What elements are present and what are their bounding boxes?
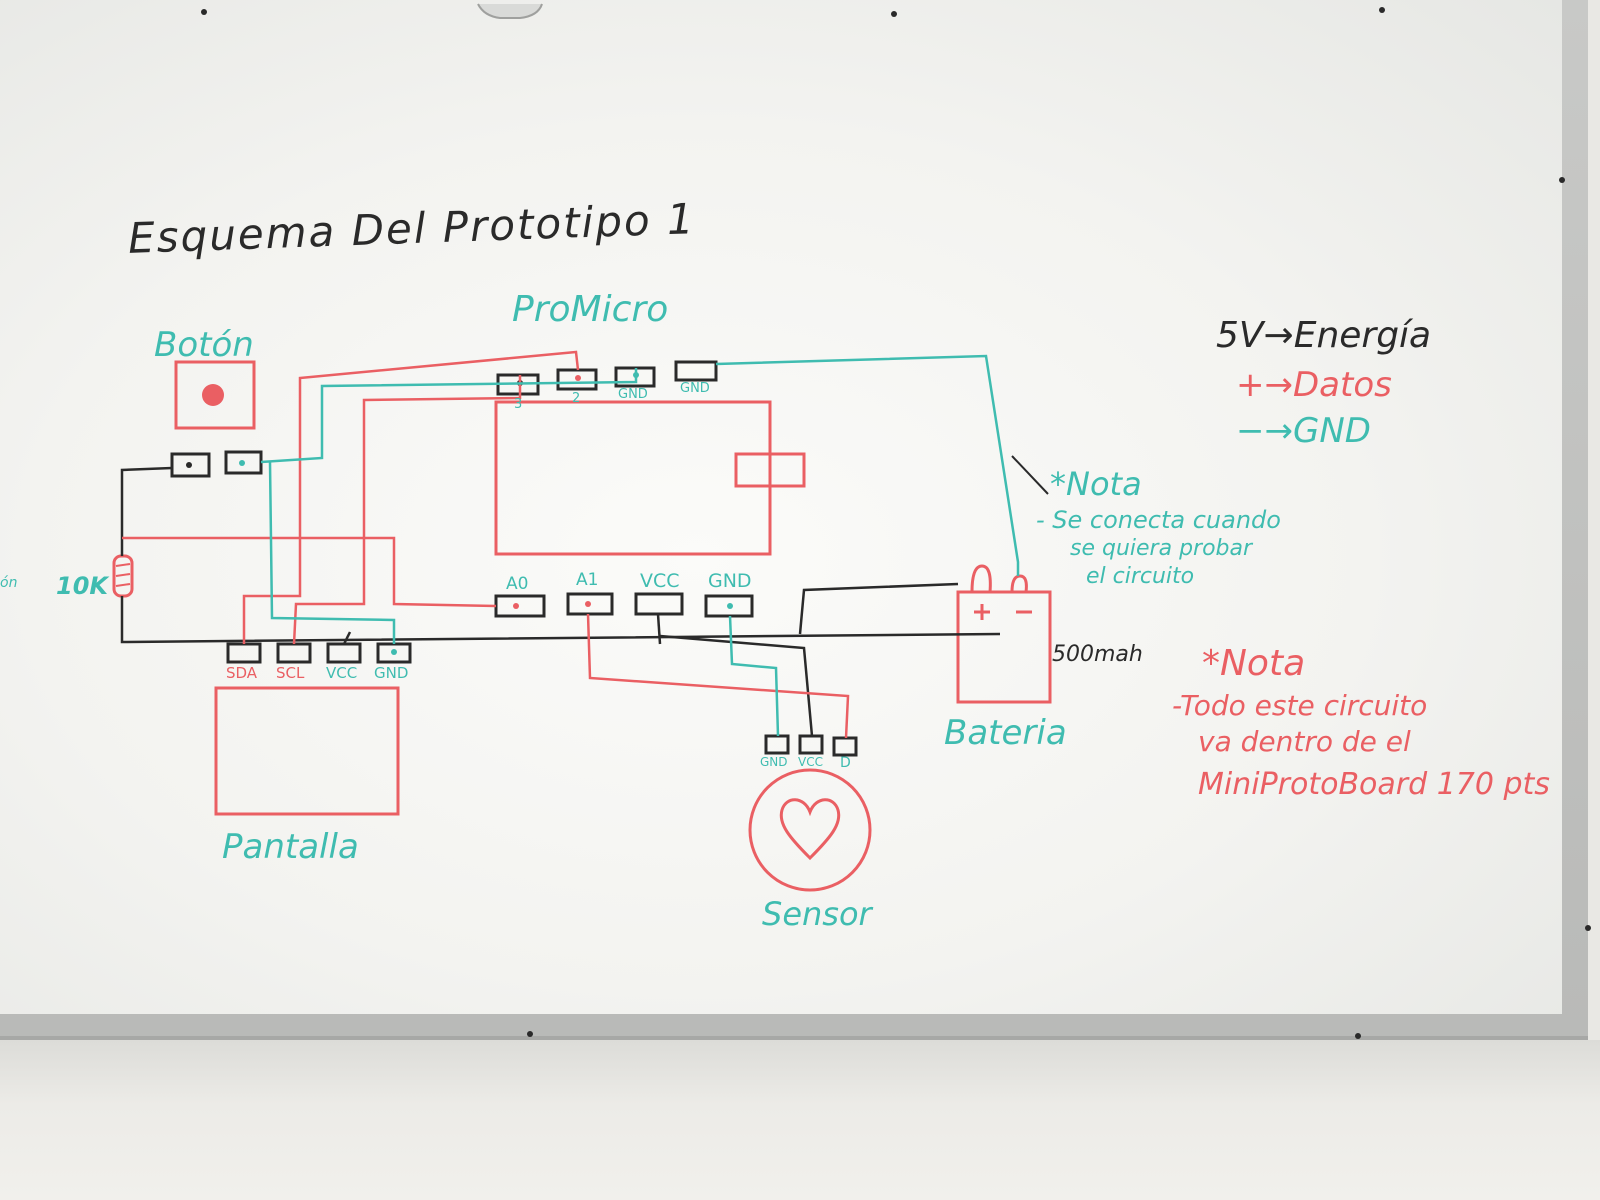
battery-label: Bateria: [944, 713, 1067, 753]
screen-label: Pantalla: [222, 827, 359, 867]
sensor-label: Sensor: [762, 895, 872, 933]
legend-energy: 5V→Energía: [1216, 315, 1432, 356]
promicro-pin-vcc: [634, 592, 684, 616]
edge-text: ón: [0, 575, 18, 591]
battery-terminal-minus: [1010, 574, 1028, 593]
sensor-pin-gnd: [764, 734, 790, 755]
battery-capacity: 500mah: [1052, 642, 1143, 667]
note-pointer-line: [1011, 455, 1049, 495]
button-label: Botón: [154, 325, 254, 365]
wall-below-board: [0, 1040, 1600, 1200]
pin-label-3: 3: [514, 397, 523, 412]
battery-plus-sign: [974, 604, 990, 620]
screen-pin-vcc: [326, 642, 362, 664]
whiteboard-surface: [0, 0, 1562, 1014]
pin-label-a0: A0: [506, 574, 529, 594]
sensor-pin-label-gnd: GND: [760, 755, 788, 769]
note1-line-3: el circuito: [1086, 564, 1195, 589]
sensor-pin-d: [832, 736, 858, 757]
whiteboard-frame: [0, 0, 1588, 1040]
screen-pin-label-vcc: VCC: [326, 664, 358, 682]
button-body: [174, 360, 256, 430]
promicro-pin-gnd-top2: [674, 360, 718, 382]
promicro-board: [494, 400, 772, 556]
button-pin-right: [224, 450, 263, 475]
promicro-label: ProMicro: [512, 289, 669, 330]
pin-label-2: 2: [572, 391, 581, 406]
sensor-pin-label-vcc: VCC: [798, 755, 823, 769]
heart-icon: [779, 798, 841, 861]
screen-pin-label-sda: SDA: [226, 664, 258, 682]
promicro-pin-a1: [566, 592, 614, 616]
wires-red: [122, 350, 850, 739]
note2-line-2: va dentro de el: [1198, 725, 1411, 758]
legend-gnd: −→GND: [1236, 411, 1371, 451]
resistor-value: 10K: [56, 572, 108, 600]
pin-label-gnd-top1: GND: [618, 387, 648, 402]
legend-data: +→Datos: [1236, 365, 1392, 405]
note2-title: *Nota: [1202, 643, 1306, 684]
screen-pin-sda: [226, 642, 262, 664]
wires-black: [120, 466, 1001, 737]
pin-label-vcc: VCC: [640, 570, 680, 592]
battery-component: [956, 564, 1052, 704]
screen-pin-label-scl: SCL: [276, 664, 305, 682]
board-hanger: [477, 3, 543, 19]
pin-label-gnd-bottom: GND: [708, 570, 752, 592]
resistor-bands: [115, 563, 131, 587]
sensor-body: [748, 768, 872, 892]
note1-line-1: - Se conecta cuando: [1036, 506, 1281, 534]
sensor-pin-vcc: [798, 734, 824, 755]
screen-pin-label-gnd: GND: [374, 664, 409, 682]
note1-title: *Nota: [1050, 465, 1142, 503]
screen-body: [214, 686, 400, 816]
button-component: [170, 360, 263, 478]
promicro-pin-a0: [494, 594, 546, 618]
resistor-component: [112, 554, 134, 598]
board-screws: [201, 7, 1591, 1039]
battery-terminal-plus: [970, 564, 992, 593]
note2-line-3: MiniProtoBoard 170 pts: [1198, 767, 1550, 802]
note1-line-2: se quiera probar: [1070, 536, 1253, 561]
pin-label-a1: A1: [576, 570, 599, 590]
screen-pin-scl: [276, 642, 312, 664]
battery-body: [956, 590, 1052, 704]
button-cap: [202, 384, 224, 406]
promicro-pin-gnd-bottom: [704, 594, 754, 618]
button-pin-left: [170, 452, 211, 478]
promicro-usb: [734, 452, 806, 488]
pin-label-gnd-top2: GND: [680, 381, 710, 396]
sensor-pin-label-d: D: [840, 755, 851, 771]
note2-line-1: -Todo este circuito: [1172, 689, 1428, 722]
wires-teal: [260, 354, 1020, 737]
